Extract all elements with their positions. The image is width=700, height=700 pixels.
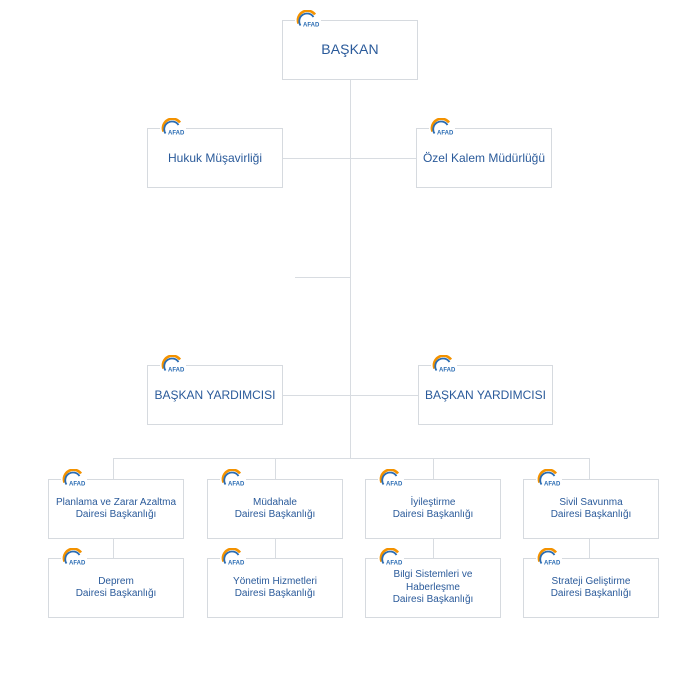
- svg-text:AFAD: AFAD: [228, 482, 245, 488]
- department-box[interactable]: AFAD Sivil Savunma Dairesi Başkanlığı: [523, 469, 659, 539]
- svg-text:AFAD: AFAD: [439, 368, 456, 374]
- afad-logo-icon: AFAD: [61, 469, 87, 491]
- svg-text:AFAD: AFAD: [228, 561, 245, 567]
- vice-president-label: BAŞKAN YARDIMCISI: [154, 387, 276, 402]
- department-label: Planlama ve Zarar Azaltma Dairesi Başkan…: [55, 496, 177, 521]
- vice-president-label: BAŞKAN YARDIMCISI: [425, 387, 546, 402]
- afad-logo-icon: AFAD: [220, 469, 246, 491]
- department-label: Sivil Savunma Dairesi Başkanlığı: [550, 496, 632, 521]
- president-box[interactable]: AFAD BAŞKAN: [282, 10, 418, 80]
- department-drop-line: [113, 458, 114, 479]
- department-box[interactable]: AFAD İyileştirme Dairesi Başkanlığı: [365, 469, 501, 539]
- afad-logo-icon: AFAD: [61, 548, 87, 570]
- department-link-line: [589, 538, 590, 558]
- svg-text:AFAD: AFAD: [544, 482, 561, 488]
- afad-logo-icon: AFAD: [429, 118, 455, 140]
- afad-logo-icon: AFAD: [536, 469, 562, 491]
- department-link-line: [113, 538, 114, 558]
- department-label: Bilgi Sistemleri ve Haberleşme Dairesi B…: [392, 569, 474, 606]
- svg-text:AFAD: AFAD: [168, 131, 185, 137]
- afad-logo-icon: AFAD: [220, 548, 246, 570]
- svg-text:AFAD: AFAD: [69, 561, 86, 567]
- department-drop-line: [275, 458, 276, 479]
- department-bus-line: [113, 458, 589, 459]
- legal-counsel-label: Hukuk Müşavirliği: [167, 150, 263, 165]
- department-label: Strateji Geliştirme Dairesi Başkanlığı: [550, 575, 632, 600]
- department-label: İyileştirme Dairesi Başkanlığı: [392, 496, 474, 521]
- main-trunk-line: [350, 80, 351, 458]
- afad-logo-icon: AFAD: [378, 469, 404, 491]
- legal-counsel-box[interactable]: AFAD Hukuk Müşavirliği: [147, 118, 283, 188]
- afad-logo-icon: AFAD: [536, 548, 562, 570]
- afad-logo-icon: AFAD: [378, 548, 404, 570]
- svg-text:AFAD: AFAD: [544, 561, 561, 567]
- department-box[interactable]: AFAD Planlama ve Zarar Azaltma Dairesi B…: [48, 469, 184, 539]
- svg-text:AFAD: AFAD: [437, 131, 454, 137]
- department-drop-line: [589, 458, 590, 479]
- department-link-line: [433, 538, 434, 558]
- private-office-box[interactable]: AFAD Özel Kalem Müdürlüğü: [416, 118, 552, 188]
- afad-logo-icon: AFAD: [160, 355, 186, 377]
- trunk-tick-line: [295, 277, 350, 278]
- department-box[interactable]: AFAD Bilgi Sistemleri ve Haberleşme Dair…: [365, 548, 501, 618]
- svg-text:AFAD: AFAD: [386, 561, 403, 567]
- svg-text:AFAD: AFAD: [168, 368, 185, 374]
- private-office-label: Özel Kalem Müdürlüğü: [422, 150, 546, 165]
- department-link-line: [275, 538, 276, 558]
- department-box[interactable]: AFAD Deprem Dairesi Başkanlığı: [48, 548, 184, 618]
- afad-logo-icon: AFAD: [431, 355, 457, 377]
- vice-connector-line: [282, 395, 418, 396]
- svg-text:AFAD: AFAD: [386, 482, 403, 488]
- department-drop-line: [433, 458, 434, 479]
- svg-text:AFAD: AFAD: [69, 482, 86, 488]
- vice-president-box[interactable]: AFAD BAŞKAN YARDIMCISI: [418, 355, 553, 425]
- advisory-connector-line: [282, 158, 418, 159]
- department-label: Müdahale Dairesi Başkanlığı: [234, 496, 316, 521]
- svg-text:AFAD: AFAD: [303, 23, 320, 29]
- department-label: Deprem Dairesi Başkanlığı: [75, 575, 157, 600]
- vice-president-box[interactable]: AFAD BAŞKAN YARDIMCISI: [147, 355, 283, 425]
- afad-logo-icon: AFAD: [295, 10, 321, 32]
- afad-logo-icon: AFAD: [160, 118, 186, 140]
- department-box[interactable]: AFAD Müdahale Dairesi Başkanlığı: [207, 469, 343, 539]
- department-box[interactable]: AFAD Yönetim Hizmetleri Dairesi Başkanlı…: [207, 548, 343, 618]
- department-label: Yönetim Hizmetleri Dairesi Başkanlığı: [233, 575, 317, 600]
- department-box[interactable]: AFAD Strateji Geliştirme Dairesi Başkanl…: [523, 548, 659, 618]
- president-label: BAŞKAN: [321, 41, 379, 58]
